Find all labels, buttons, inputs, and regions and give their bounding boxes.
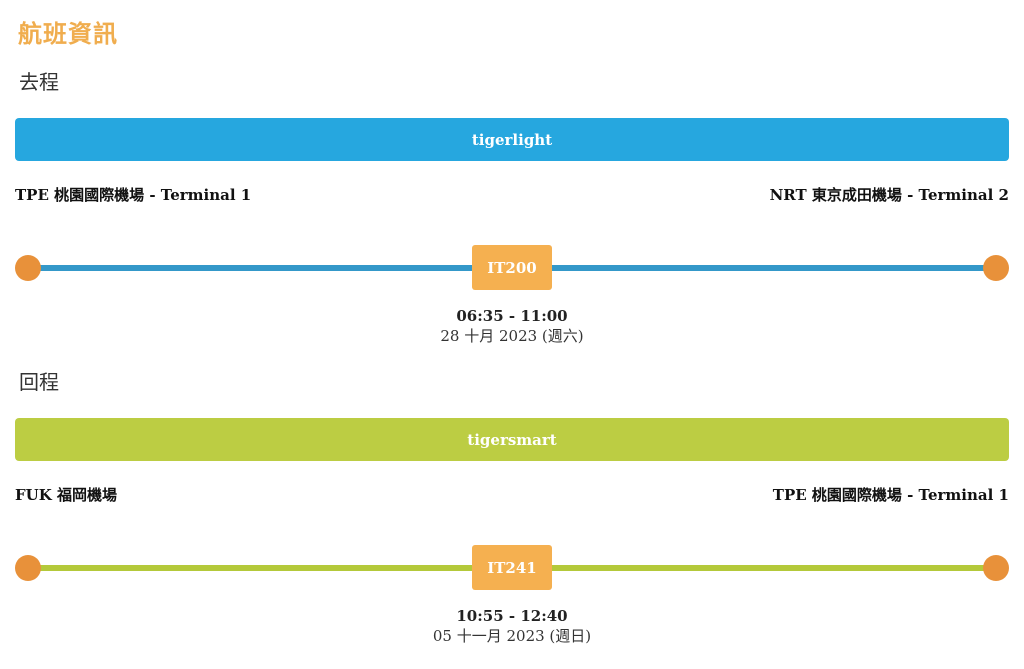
outbound-arrival-airport: NRT 東京成田機場 - Terminal 2 (769, 186, 1009, 204)
outbound-airline-name: tigerlight (471, 130, 553, 149)
return-destination-dot (983, 555, 1009, 581)
outbound-flight-times: 06:35 - 11:00 (456, 307, 568, 325)
outbound-flight-number-badge: IT200 (472, 245, 552, 290)
page-title: 航班資訊 (18, 20, 118, 48)
return-heading: 回程 (19, 370, 59, 394)
outbound-schedule: 06:35 - 11:00 28 十月 2023 (週六) (0, 306, 1024, 346)
outbound-heading: 去程 (19, 70, 59, 94)
return-route: IT241 (15, 545, 1009, 591)
outbound-airline-bar: tigerlight (15, 118, 1009, 161)
outbound-flight-date: 28 十月 2023 (週六) (440, 327, 584, 345)
return-airline-bar: tigersmart (15, 418, 1009, 461)
outbound-destination-dot (983, 255, 1009, 281)
return-flight-times: 10:55 - 12:40 (456, 607, 568, 625)
return-origin-dot (15, 555, 41, 581)
return-arrival-airport: TPE 桃園國際機場 - Terminal 1 (772, 486, 1009, 504)
return-flight-date: 05 十一月 2023 (週日) (432, 627, 592, 645)
return-departure-airport: FUK 福岡機場 (15, 486, 117, 504)
return-flight-number-badge: IT241 (472, 545, 552, 590)
outbound-departure-airport: TPE 桃園國際機場 - Terminal 1 (15, 186, 252, 204)
outbound-origin-dot (15, 255, 41, 281)
return-airline-name: tigersmart (467, 430, 557, 449)
return-schedule: 10:55 - 12:40 05 十一月 2023 (週日) (0, 606, 1024, 646)
outbound-route: IT200 (15, 245, 1009, 291)
